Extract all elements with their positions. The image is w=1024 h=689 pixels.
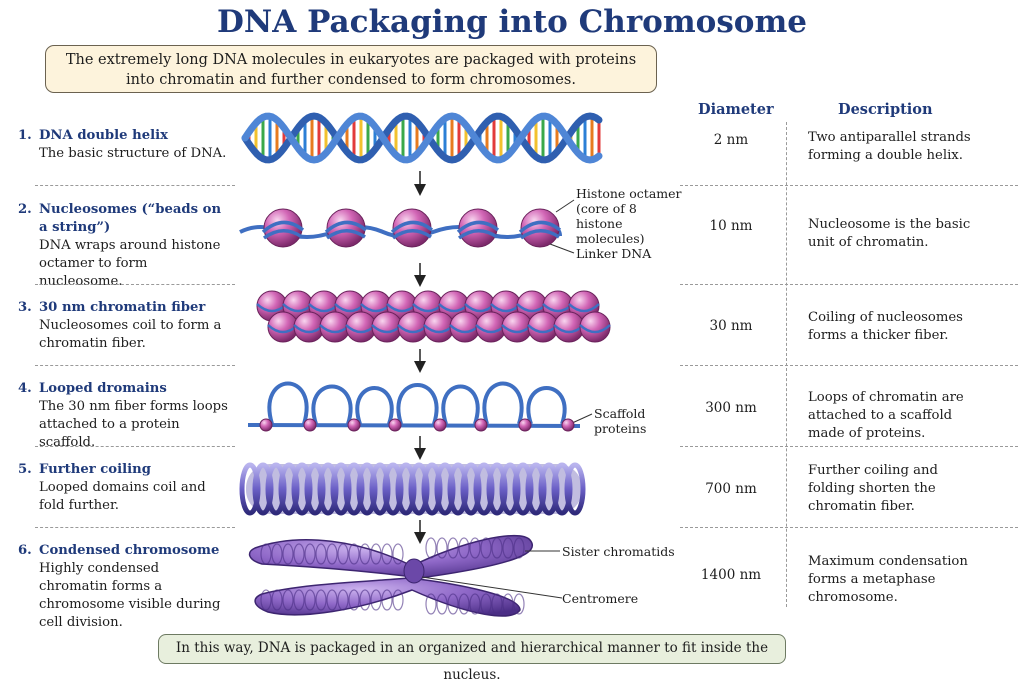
step-number: 4. — [18, 381, 32, 396]
step-name: Nucleosomes (“beads on a string”) — [39, 202, 222, 235]
step-name: Condensed chromosome — [39, 543, 220, 558]
step-number: 3. — [18, 300, 32, 315]
page-title: DNA Packaging into Chromosome — [217, 4, 807, 40]
diameter-value: 700 nm — [705, 481, 757, 497]
row-divider — [680, 365, 1018, 366]
step-description: Highly condensed chromatin forms a chrom… — [39, 561, 221, 630]
description-text: Two antiparallel strands forming a doubl… — [808, 130, 971, 163]
row-divider — [680, 185, 1018, 186]
diameter-value: 300 nm — [705, 400, 757, 416]
diameter-value: 30 nm — [709, 318, 753, 334]
row-divider — [35, 527, 235, 528]
row-divider — [680, 284, 1018, 285]
step-name: 30 nm chromatin fiber — [39, 300, 206, 315]
nucleosome-string — [239, 199, 575, 254]
scaffold-proteins-label: Scaffold proteins — [594, 406, 647, 436]
intro-box: The extremely long DNA molecules in euka… — [45, 45, 657, 93]
histone-octamer-label: Histone octamer (core of 8 histone molec… — [576, 186, 682, 246]
step-description: The 30 nm fiber forms loops attached to … — [39, 399, 228, 450]
step-6-text: 6. Condensed chromosome Highly condensed… — [18, 542, 230, 632]
diameter-column-header: Diameter — [698, 101, 774, 118]
sister-chromatids-label: Sister chromatids — [562, 544, 675, 559]
step-number: 1. — [18, 128, 32, 143]
step-2-text: 2. Nucleosomes (“beads on a string”) DNA… — [18, 201, 233, 291]
description-text: Further coiling and folding shorten the … — [808, 463, 938, 514]
linker-dna-label: Linker DNA — [576, 246, 652, 261]
summary-box: In this way, DNA is packaged in an organ… — [158, 634, 786, 683]
row-divider — [35, 185, 235, 186]
chromatin-fiber-30nm — [256, 290, 611, 343]
step-3-text: 3. 30 nm chromatin fiber Nucleosomes coi… — [18, 299, 230, 353]
step-4-text: 4. Looped dromains The 30 nm fiber forms… — [18, 380, 233, 452]
coiled-loops — [239, 462, 586, 516]
step-name: Further coiling — [39, 462, 151, 477]
row-divider — [680, 527, 1018, 528]
step-description: DNA wraps around histone octamer to form… — [39, 238, 221, 289]
column-divider — [786, 122, 787, 607]
step-1-text: 1. DNA double helix The basic structure … — [18, 127, 243, 163]
row-divider — [35, 446, 235, 447]
step-name: DNA double helix — [39, 128, 168, 143]
step-number: 2. — [18, 202, 32, 217]
looped-domains — [247, 381, 593, 432]
diameter-value: 1400 nm — [700, 567, 762, 583]
centromere-label: Centromere — [562, 591, 639, 606]
step-5-text: 5. Further coiling Looped domains coil a… — [18, 461, 218, 515]
description-text: Coiling of nucleosomes forms a thicker f… — [808, 310, 963, 343]
diameter-value: 2 nm — [713, 132, 749, 148]
step-description: Nucleosomes coil to form a chromatin fib… — [39, 318, 222, 351]
step-name: Looped dromains — [39, 381, 167, 396]
row-divider — [680, 446, 1018, 447]
description-text: Loops of chromatin are attached to a sca… — [808, 390, 964, 441]
step-number: 5. — [18, 462, 32, 477]
row-divider — [35, 365, 235, 366]
row-divider — [35, 284, 235, 285]
step-number: 6. — [18, 543, 32, 558]
diameter-value: 10 nm — [709, 218, 753, 234]
description-column-header: Description — [838, 101, 933, 118]
dna-double-helix — [241, 112, 603, 164]
step-description: Looped domains coil and fold further. — [39, 480, 206, 513]
condensed-chromosome — [248, 534, 563, 617]
description-text: Nucleosome is the basic unit of chromati… — [808, 217, 971, 250]
step-description: The basic structure of DNA. — [39, 146, 227, 161]
description-text: Maximum condensation forms a metaphase c… — [808, 554, 968, 605]
